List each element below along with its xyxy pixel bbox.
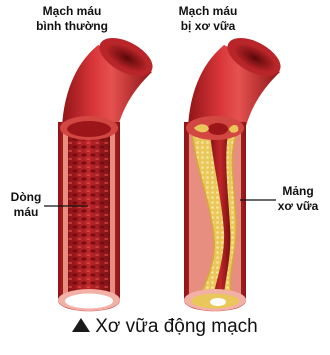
caption-text: Xơ vữa động mạch xyxy=(95,316,257,337)
atherosclerotic-vessel xyxy=(184,30,287,311)
plaque-label: Mảng xơ vữa xyxy=(270,184,326,214)
blood-flow-label: Dòng máu xyxy=(4,190,48,220)
normal-vessel-title: Mạch máu bình thường xyxy=(30,4,114,34)
normal-vessel xyxy=(58,30,159,311)
figure-caption: Xơ vữa động mạch xyxy=(0,316,330,338)
triangle-up-icon xyxy=(72,318,90,332)
diseased-vessel-title: Mạch máu bị xơ vữa xyxy=(166,4,250,34)
